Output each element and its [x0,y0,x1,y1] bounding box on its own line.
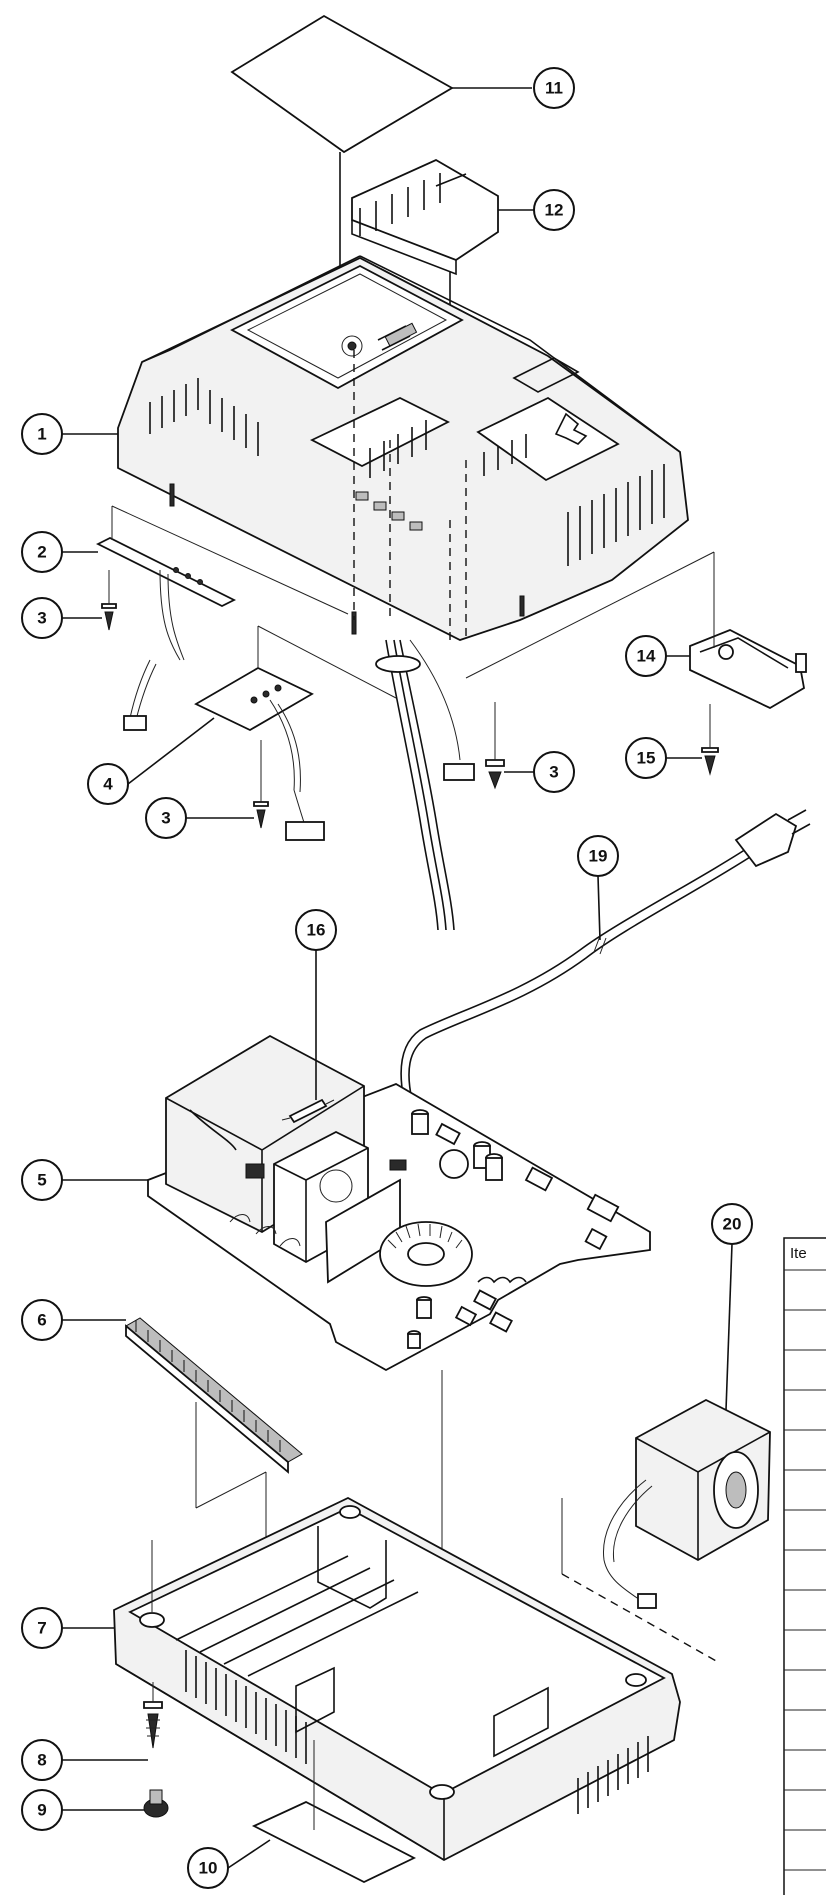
part-6-vent-grille [125,1317,303,1474]
part-14-bracket [689,629,807,710]
svg-text:2: 2 [37,543,46,562]
callout-12: 12 [533,189,575,231]
svg-text:15: 15 [637,749,656,768]
callout-4: 4 [87,763,129,805]
part-3-screw [253,801,269,829]
svg-text:16: 16 [307,921,326,940]
callout-9: 9 [21,1789,63,1831]
part-8-screw [143,1701,163,1749]
callout-3: 3 [533,751,575,793]
part-15-screw [701,747,719,776]
callout-16: 16 [295,909,337,951]
part-3-screw [485,759,505,790]
svg-text:14: 14 [637,647,656,666]
callout-20: 20 [711,1203,753,1245]
svg-text:3: 3 [161,809,170,828]
parts-table: Ite [783,1237,826,1895]
svg-text:3: 3 [549,763,558,782]
callout-7: 7 [21,1607,63,1649]
svg-text:3: 3 [37,609,46,628]
callout-10: 10 [187,1847,229,1889]
callout-5: 5 [21,1159,63,1201]
wire-harness [375,639,475,931]
svg-text:19: 19 [589,847,608,866]
callout-19: 19 [577,835,619,877]
svg-text:6: 6 [37,1311,46,1330]
svg-text:4: 4 [103,775,113,794]
part-1-upper-housing [117,255,689,641]
callout-6: 6 [21,1299,63,1341]
callout-3: 3 [145,797,187,839]
callout-1: 1 [21,413,63,455]
part-10-bottom-label [251,1800,417,1884]
callout-15: 15 [625,737,667,779]
callout-11: 11 [533,67,575,109]
part-19-power-cord [400,809,811,1101]
svg-text:5: 5 [37,1171,46,1190]
part-4-control-board [194,666,325,841]
part-2-led-board [95,536,237,731]
parts-table-header: Ite [790,1245,807,1262]
part-5-main-pcb [147,1034,651,1372]
part-9-rubber-foot [143,1789,169,1818]
svg-text:8: 8 [37,1751,46,1770]
part-12-terminal-cover [351,158,499,276]
part-20-fan [603,1398,771,1609]
svg-text:1: 1 [37,425,46,444]
part-7-lower-housing [113,1496,681,1862]
svg-text:12: 12 [545,201,564,220]
part-3-screw [101,603,117,631]
callout-14: 14 [625,635,667,677]
svg-text:10: 10 [199,1859,218,1878]
callout-2: 2 [21,531,63,573]
part-11-label-sheet [230,14,454,154]
svg-text:7: 7 [37,1619,46,1638]
callout-3: 3 [21,597,63,639]
svg-text:9: 9 [37,1801,46,1820]
callout-8: 8 [21,1739,63,1781]
svg-text:11: 11 [545,79,563,98]
svg-text:20: 20 [723,1215,742,1234]
